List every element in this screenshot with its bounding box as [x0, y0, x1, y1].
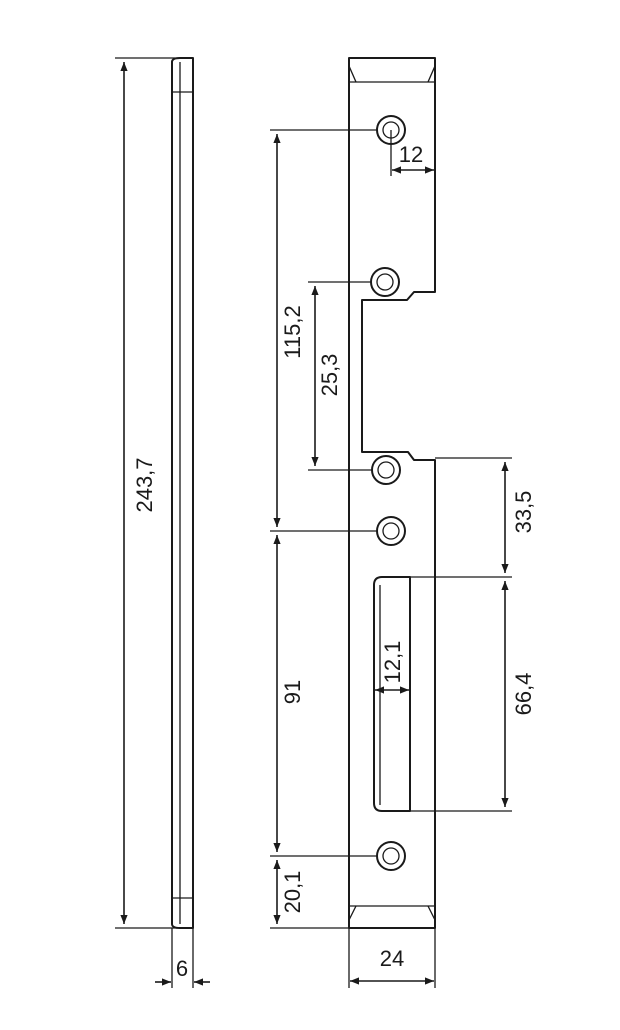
hole-spacing-bottom-label: 91: [280, 680, 305, 704]
screw-hole-2: [370, 267, 400, 297]
dimension-opening-height: 25,3: [308, 281, 372, 471]
dimension-total-length: 243,7: [115, 57, 180, 929]
side-view-profile: [171, 57, 194, 929]
dimension-hole-offset: 12: [390, 130, 436, 176]
dimension-plate-width: 24: [348, 928, 436, 988]
hole-offset-label: 12: [399, 142, 423, 167]
screw-hole-5: [376, 841, 406, 871]
screw-hole-3: [371, 455, 401, 485]
dimension-slot-offset: 33,5: [410, 457, 536, 578]
slot-width-label: 12,1: [380, 641, 405, 684]
total-length-label: 243,7: [132, 457, 157, 512]
bottom-offset-label: 20,1: [280, 871, 305, 914]
opening-height-label: 25,3: [317, 354, 342, 397]
dimension-hole-spacing-top: 115,2: [270, 129, 377, 532]
dimension-hole-spacing-bottom: 91: [270, 535, 377, 857]
dimension-thickness: 6: [155, 928, 210, 988]
slot-length-label: 66,4: [511, 673, 536, 716]
screw-hole-4: [376, 516, 406, 546]
dimension-slot-width: 12,1: [375, 641, 409, 694]
thickness-label: 6: [176, 956, 188, 981]
latch-slot: [373, 576, 411, 812]
hole-spacing-top-label: 115,2: [280, 305, 305, 358]
dimension-bottom-offset: 20,1: [270, 860, 349, 929]
dimension-slot-length: 66,4: [410, 581, 536, 812]
slot-offset-label: 33,5: [511, 491, 536, 534]
strike-plate-outline: [348, 57, 436, 929]
plate-width-label: 24: [380, 946, 404, 971]
